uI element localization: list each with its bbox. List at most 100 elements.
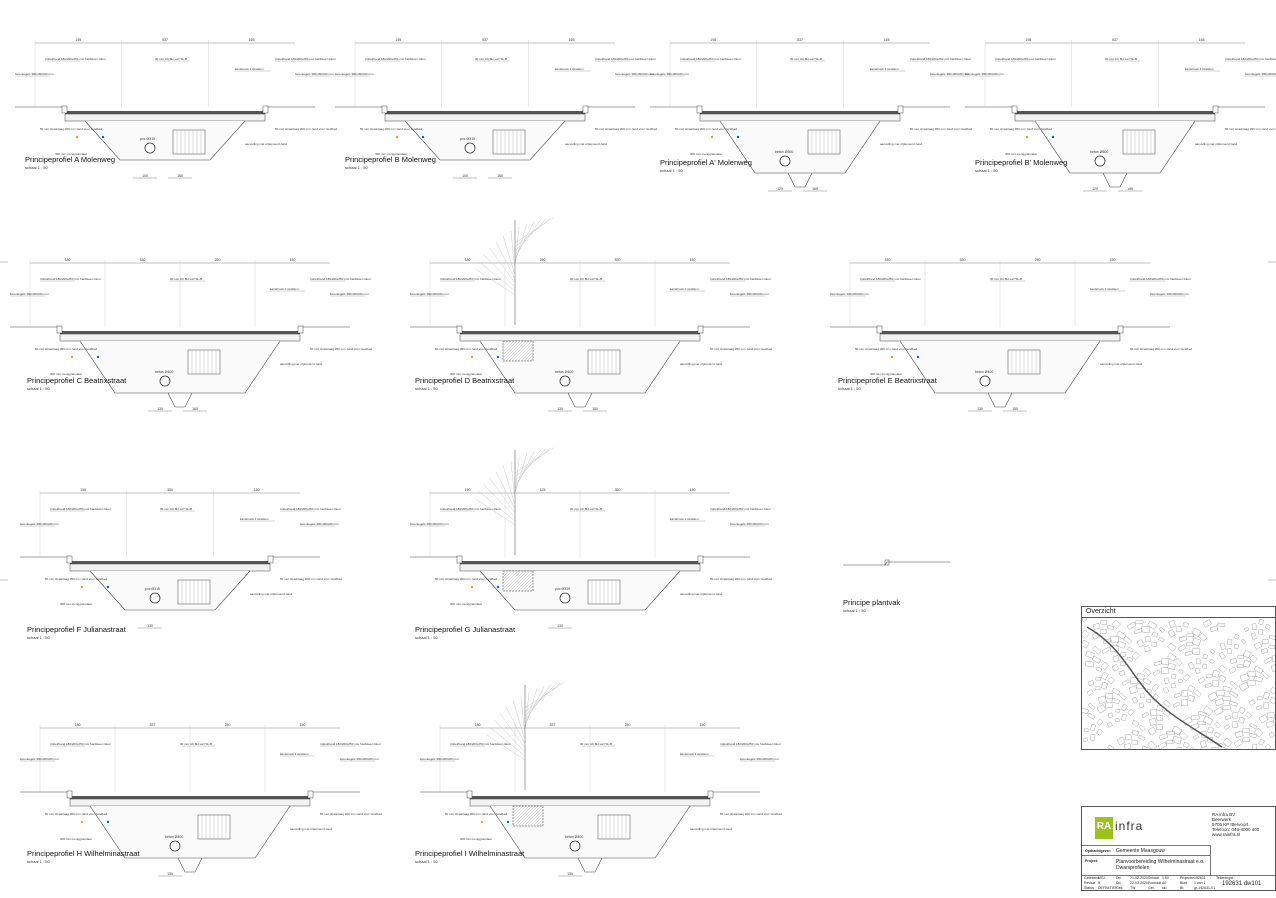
annotation-label: kantstrook 2 strekken <box>680 752 709 756</box>
annotation-label: kantstrook 2 strekken <box>555 67 584 71</box>
building <box>1165 739 1175 745</box>
meta-cell: Gez. <box>1116 886 1124 890</box>
building <box>1131 729 1139 736</box>
annotation-label: 300 mm menggranulaat <box>60 837 92 841</box>
building <box>1237 654 1245 659</box>
kerb-right <box>1212 105 1219 114</box>
marker-blue <box>506 820 510 824</box>
annotation-label: trottoirband 180/200x250 mm hardsteen kl… <box>860 277 921 281</box>
building <box>1158 733 1169 741</box>
building <box>1229 680 1239 689</box>
dimension-top: 165 <box>569 38 575 42</box>
building <box>1146 698 1152 703</box>
meta-cell: 22-03-2020 <box>1130 881 1148 885</box>
pipe-label: pvc Ø315 <box>145 587 160 591</box>
annotation-label: 30 mm AC 8H surf SL-B <box>180 742 212 746</box>
building <box>1210 747 1219 749</box>
dimension-bottom: 130 <box>157 407 163 411</box>
meta-cell: Projectnr. <box>1180 876 1195 880</box>
annotation-label: aanvulling met vrijkomend zand <box>880 142 922 146</box>
annotation-label: trottoirband 180/200x250 mm hardsteen kl… <box>320 742 381 746</box>
building <box>1083 728 1089 733</box>
building <box>1101 646 1111 654</box>
marker-orange <box>1025 135 1029 139</box>
building <box>1265 720 1275 729</box>
building <box>1118 692 1127 701</box>
dimension-top: 250 <box>215 258 221 262</box>
annotation-label: betontegels 300x300x60 mm <box>340 757 379 761</box>
building <box>1096 704 1107 714</box>
profile-title: Principeprofiel A' Molenweg <box>660 158 752 167</box>
building <box>1174 657 1183 666</box>
tree-branch <box>514 447 554 474</box>
building <box>1147 620 1158 630</box>
dimension-bottom: 100 <box>462 174 468 178</box>
annotation-label: kantstrook 2 strekken <box>240 517 269 521</box>
company-line: Telefoon: 046-4000 400 <box>1212 827 1260 832</box>
meta-cell: Formaat <box>1148 881 1162 885</box>
kerb-left <box>466 790 473 799</box>
dimension-top: 180 <box>475 723 481 727</box>
annotation-label: 300 mm menggranulaat <box>450 372 482 376</box>
trench <box>89 805 291 859</box>
annotation-label: aanvulling met vrijkomend zand <box>250 592 292 596</box>
marker-orange <box>395 135 399 139</box>
annotation-label: 300 mm menggranulaat <box>50 372 82 376</box>
annotation-label: 50 mm straatzaag 200 mm zand voor zandbe… <box>710 577 772 581</box>
building <box>1156 714 1164 721</box>
building <box>1229 690 1239 698</box>
building <box>1189 723 1200 731</box>
building <box>1172 701 1180 708</box>
marker-blue <box>421 135 425 139</box>
pipe-icon <box>144 142 156 154</box>
annotation-label: 50 mm straatzaag 200 mm zand voor zandbe… <box>445 812 507 816</box>
building <box>1152 669 1161 676</box>
building <box>1219 642 1226 650</box>
annotation-label: betontegels 300x300x60 mm <box>1245 72 1276 76</box>
annotation-label: trottoirband 180/200x250 mm hardsteen kl… <box>50 507 111 511</box>
building <box>1128 685 1138 694</box>
profile-title: Principeprofiel B Molenweg <box>345 155 436 164</box>
building <box>1198 632 1208 642</box>
meta-cell: Status <box>1084 886 1094 890</box>
kerb-left <box>66 555 73 564</box>
building <box>1096 728 1103 736</box>
overview-map-lines <box>1082 616 1275 749</box>
building <box>1269 686 1275 695</box>
building <box>1233 739 1243 748</box>
marker-blue <box>496 585 500 589</box>
pipe-trench <box>167 392 193 408</box>
building <box>1253 665 1264 674</box>
building <box>1141 625 1151 634</box>
project-road <box>1086 626 1223 748</box>
building <box>1097 695 1107 704</box>
building <box>1092 645 1102 655</box>
building <box>1185 642 1194 647</box>
building <box>1123 742 1132 749</box>
building <box>1087 702 1096 711</box>
building <box>1115 708 1121 713</box>
building <box>1133 628 1143 635</box>
dimension-top: 180 <box>465 258 471 262</box>
tree-branch <box>489 247 516 284</box>
foundation-layer <box>459 333 701 342</box>
building <box>1202 705 1214 717</box>
overview-title: Overzicht <box>1082 607 1275 618</box>
profile-title: Principeprofiel B' Molenweg <box>975 158 1068 167</box>
annotation-label: 300 mm menggranulaat <box>450 602 482 606</box>
company-line: www.rainfra.nl <box>1212 832 1241 837</box>
annotation-label: trottoirband 180/200x250 mm hardsteen kl… <box>1225 57 1276 61</box>
building <box>1142 677 1152 686</box>
tree-branch <box>483 254 516 288</box>
dimension-top: 150 <box>700 723 706 727</box>
profile-scale: schaal 1 : 50 <box>345 165 368 170</box>
building <box>1187 684 1196 693</box>
building <box>1116 736 1126 746</box>
annotation-label: betontegels 300x300x60 mm <box>965 72 1004 76</box>
building <box>1168 620 1176 628</box>
tree-branch <box>514 223 528 264</box>
tree-branch <box>489 477 516 514</box>
building <box>1260 670 1270 679</box>
kerb-left <box>381 105 388 114</box>
plantvak-section <box>843 561 950 566</box>
